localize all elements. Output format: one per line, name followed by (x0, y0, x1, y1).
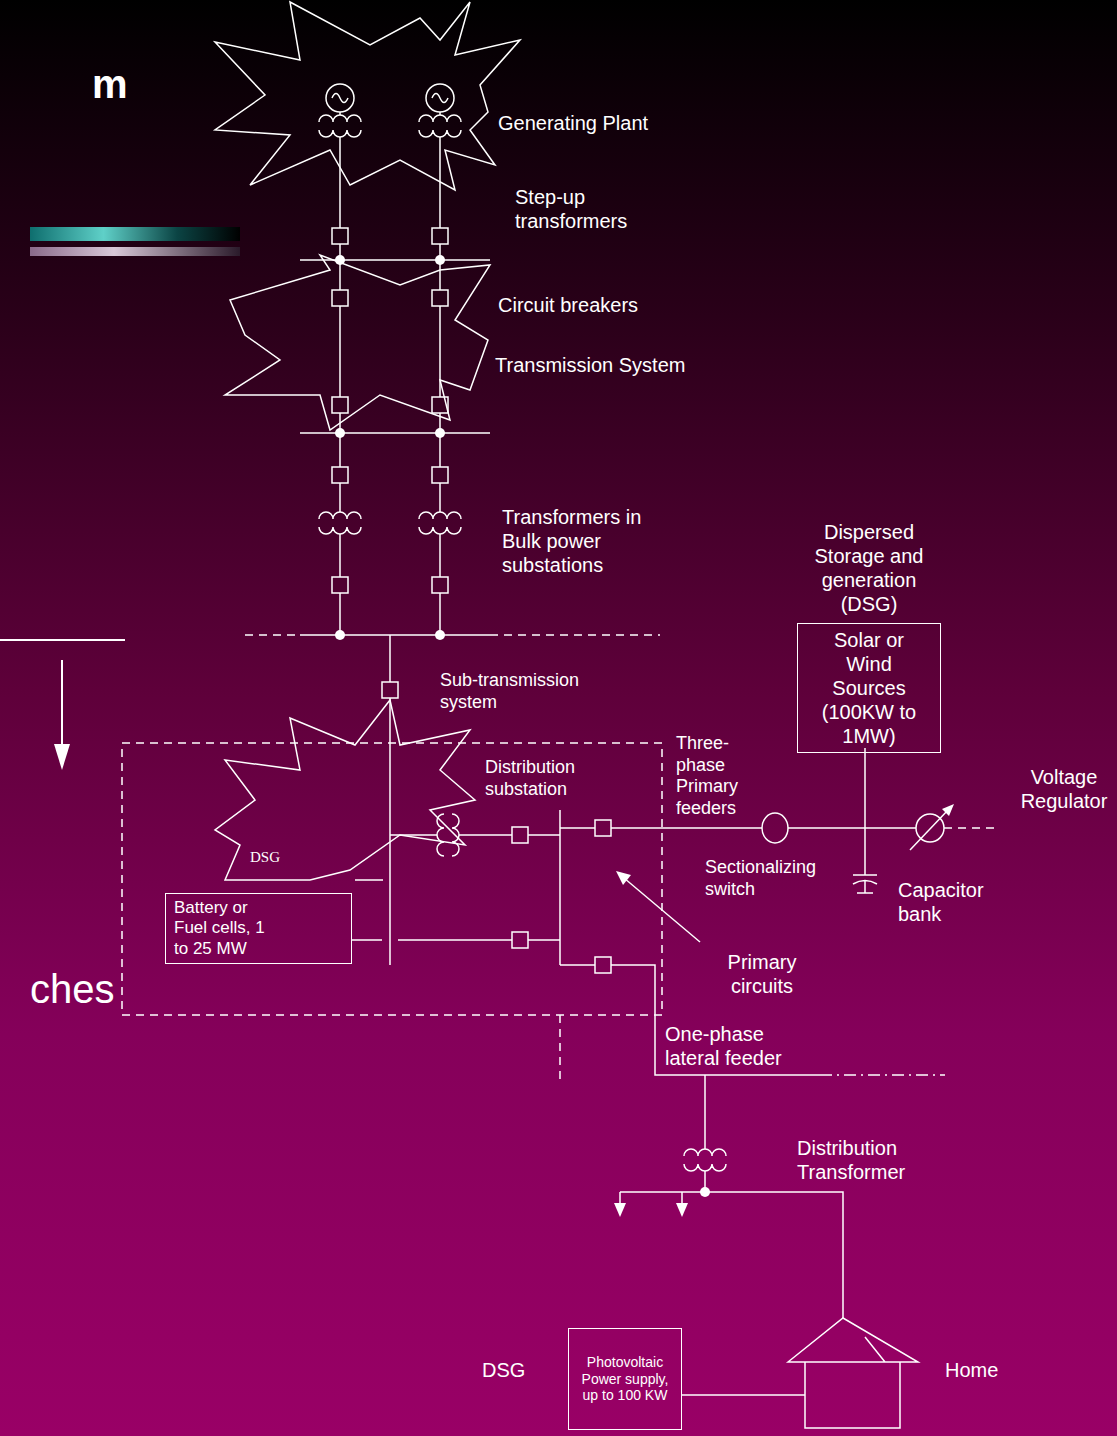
node-text: Battery or Fuel cells, 1 to 25 MW (174, 898, 274, 959)
circuit-breaker (512, 827, 528, 843)
flow-arrow (54, 744, 70, 770)
starburst-outline (225, 255, 490, 430)
wire (339, 112, 341, 635)
starburst-outline (215, 700, 475, 880)
circuit-breaker (432, 228, 448, 244)
sectionalizing-switch (762, 813, 788, 843)
bus-junction (435, 428, 445, 438)
home-house: Home (805, 1362, 900, 1428)
wire (560, 827, 916, 829)
node-text: Photovoltaic Power supply, up to 100 KW (575, 1354, 675, 1404)
callout-label: One-phase lateral feeder (665, 1022, 815, 1070)
bus-junction (335, 255, 345, 265)
transformer-symbol (437, 814, 459, 856)
slide-title-fragment: m (92, 60, 128, 108)
bus-junction (700, 1187, 710, 1197)
flow-arrow (0, 639, 125, 641)
sectionalizing-switch (762, 813, 788, 843)
transformer-symbol (319, 115, 726, 1171)
starburst-outline (215, 2, 520, 880)
flow-arrow (0, 640, 125, 770)
bus-junction (435, 255, 445, 265)
transformer-symbol (319, 115, 361, 137)
circuit-breaker (382, 682, 398, 698)
feeder-connector (682, 1394, 805, 1396)
slide-text-fragment: ches (30, 965, 115, 1013)
title-bar (30, 227, 240, 241)
dash-dot-line (820, 1074, 945, 1076)
circuit-breaker (332, 228, 348, 244)
bus-junction (335, 428, 345, 438)
circuit-breaker (332, 397, 348, 413)
dsg-label: DSG (482, 1358, 525, 1382)
starburst-outline (215, 2, 520, 190)
callout-label: Capacitor bank (898, 878, 998, 926)
bus-junction (335, 255, 710, 1197)
arrow-head (616, 871, 631, 885)
callout-label: Sectionalizing switch (705, 857, 830, 900)
transformer-symbol (419, 115, 461, 137)
circuit-breaker (332, 228, 611, 973)
wire (439, 112, 441, 635)
wire (910, 810, 948, 850)
transformer-symbol (319, 512, 361, 534)
callout-label: Transformers in Bulk power substations (502, 505, 677, 577)
arrow-head (942, 804, 954, 816)
title-bar (30, 227, 240, 256)
flow-arrow (61, 660, 63, 748)
circuit-breaker (432, 467, 448, 483)
callout-label: Voltage Regulator (1018, 765, 1110, 813)
transformer-symbol (684, 1149, 726, 1171)
wire (352, 880, 560, 940)
callout-label: Primary circuits (712, 950, 812, 998)
house-outline (805, 1362, 900, 1428)
arrow-head (614, 804, 954, 1217)
callout-label: Step-up transformers (515, 185, 650, 233)
voltage-regulator (916, 814, 944, 842)
pv-box: Photovoltaic Power supply, up to 100 KW (568, 1328, 682, 1430)
circuit-breaker (432, 290, 448, 306)
callout-label: Transmission System (495, 353, 685, 377)
house-outline (788, 1318, 918, 1428)
bus-junction (435, 630, 445, 640)
circuit-breaker (595, 957, 611, 973)
circuit-breaker (332, 467, 348, 483)
wire (300, 112, 948, 1318)
circuit-breaker (595, 820, 611, 836)
dash-dot-line (820, 1074, 945, 1076)
circuit-breaker (332, 290, 348, 306)
bus-junction (335, 630, 345, 640)
wire (620, 1075, 843, 1318)
arrow-head (676, 1203, 688, 1217)
transformer-symbol (419, 512, 461, 534)
circuit-breaker (332, 577, 348, 593)
callout-label: Distribution Transformer (797, 1136, 927, 1184)
arrow-head (614, 1203, 626, 1217)
circuit-breaker (432, 577, 448, 593)
circuit-breaker (432, 397, 448, 413)
node-heading: Dispersed Storage and generation (DSG) (807, 520, 932, 616)
callout-label: Generating Plant (498, 111, 648, 135)
callout-label: Circuit breakers (498, 293, 638, 317)
node-heading: Home (945, 1358, 998, 1382)
storage-box: Battery or Fuel cells, 1 to 25 MW (165, 893, 352, 964)
wire (853, 748, 877, 893)
generator-symbol (332, 94, 448, 103)
node-text: Solar or Wind Sources (100KW to 1MW) (817, 628, 921, 748)
circuit-breaker (512, 932, 528, 948)
title-bar (30, 247, 240, 256)
source-box: Dispersed Storage and generation (DSG)So… (797, 623, 941, 753)
voltage-regulator (916, 814, 944, 842)
dashed-line (122, 743, 662, 1015)
callout-label: Sub-transmission system (440, 670, 610, 713)
callout-label: Distribution substation (485, 757, 600, 800)
wire (300, 260, 490, 635)
dsg-label: DSG (250, 848, 280, 866)
generator-symbol (326, 84, 454, 112)
callout-label: Three-phase Primary feeders (676, 733, 754, 819)
